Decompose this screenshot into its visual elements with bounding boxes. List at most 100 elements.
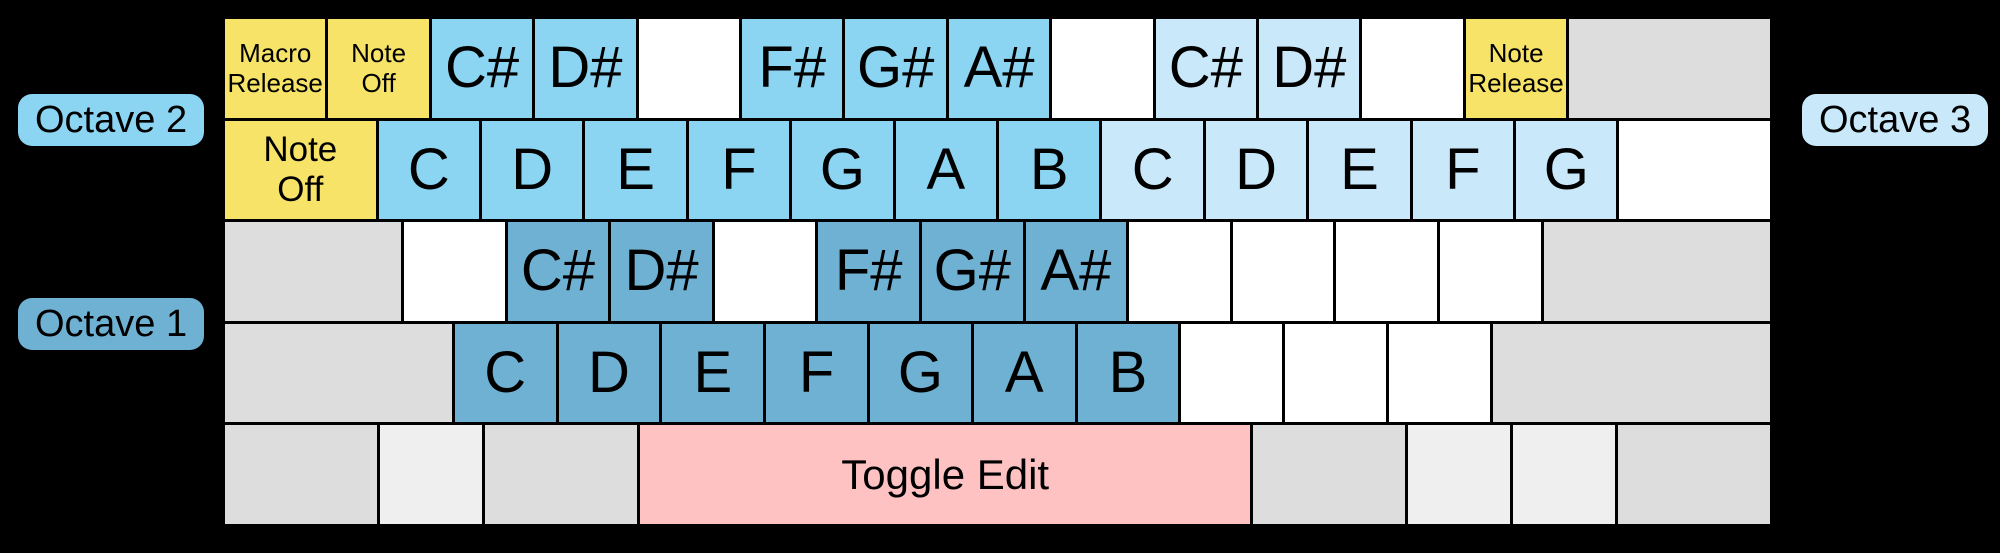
key-a-sharp-octave2: A# (948, 19, 1050, 118)
key-g-sharp-octave1: G# (922, 222, 1023, 321)
key-d-octave1: D (558, 323, 660, 423)
key-unassigned-gray (225, 222, 402, 321)
key-label: D# (1272, 35, 1347, 101)
key-label: F (1445, 136, 1481, 202)
key-blank (1336, 222, 1437, 321)
key-label: F (721, 136, 757, 202)
key-label: A (926, 136, 966, 202)
key-label: G (819, 136, 865, 202)
key-note-off-tab: Note Off (225, 120, 376, 220)
key-f-sharp-octave1: F# (818, 222, 920, 321)
key-c-octave3: C (1102, 120, 1203, 220)
key-unassigned-gray (225, 425, 378, 524)
key-label: E (616, 136, 655, 202)
key-macro-release: Macro Release (225, 19, 326, 118)
key-toggle-edit: Toggle Edit (640, 425, 1250, 524)
key-unassigned-gray (1543, 222, 1770, 321)
key-label: E (1340, 136, 1379, 202)
key-label: C (1131, 136, 1174, 202)
key-unassigned-lightgray (1408, 425, 1510, 524)
key-e-octave2: E (585, 120, 686, 220)
modifier-row: Toggle Edit (225, 425, 1770, 524)
key-blank (1052, 19, 1153, 118)
key-label: C# (444, 35, 520, 101)
key-blank (1129, 222, 1230, 321)
key-unassigned-gray (1253, 425, 1406, 524)
key-label: Toggle Edit (841, 450, 1050, 498)
key-unassigned-gray (1569, 19, 1771, 118)
key-f-octave2: F (688, 120, 790, 220)
key-blank (1181, 323, 1283, 423)
key-label: G (897, 340, 943, 406)
key-g-octave1: G (869, 323, 971, 423)
key-label: G (1543, 136, 1589, 202)
key-e-octave3: E (1309, 120, 1410, 220)
key-label: Note Off (351, 37, 407, 99)
key-label: G# (933, 238, 1011, 304)
key-f-octave3: F (1412, 120, 1514, 220)
key-label: C# (520, 238, 596, 304)
key-unassigned-lightgray (380, 425, 482, 524)
key-label: B (1029, 136, 1069, 202)
key-blank (1388, 323, 1490, 423)
key-g-octave3: G (1516, 120, 1617, 220)
key-c-octave2: C (378, 120, 479, 220)
number-row: Macro Release Note Off C# D# F# G# A# C# D# Note … (225, 19, 1771, 118)
key-label: D# (624, 238, 699, 304)
key-unassigned-gray (485, 425, 638, 524)
key-blank (1619, 120, 1771, 220)
key-d-sharp-octave1: D# (611, 222, 712, 321)
key-label: E (693, 340, 733, 406)
key-label: F# (758, 35, 827, 101)
key-label: C (407, 136, 450, 202)
key-g-sharp-octave2: G# (845, 19, 946, 118)
key-c-octave1: C (454, 323, 556, 423)
key-e-octave1: E (662, 323, 764, 423)
key-label: D (588, 340, 630, 406)
key-f-sharp-octave2: F# (742, 19, 843, 118)
key-label: B (1108, 340, 1148, 406)
octave-2-label: Octave 2 (18, 94, 205, 146)
key-label: A# (1040, 238, 1112, 304)
key-label: Note Off (263, 129, 338, 209)
key-note-release: Note Release (1465, 19, 1567, 118)
key-blank (404, 222, 505, 321)
key-label: F# (834, 238, 903, 304)
key-label: Macro Release (227, 37, 323, 99)
key-blank (1362, 19, 1463, 118)
key-label: A# (963, 35, 1035, 101)
key-blank (638, 19, 740, 118)
key-c-sharp-octave3: C# (1155, 19, 1257, 118)
key-b-octave2: B (999, 120, 1100, 220)
key-label: F (798, 340, 835, 406)
key-label: C# (1168, 35, 1243, 101)
key-label: C (484, 340, 527, 406)
key-label: Note Release (1468, 37, 1564, 99)
key-d-octave2: D (482, 120, 583, 220)
key-blank (1285, 323, 1386, 423)
key-blank (714, 222, 816, 321)
key-note-off: Note Off (328, 19, 429, 118)
key-label: A (1004, 340, 1044, 406)
key-unassigned-gray (1617, 425, 1770, 524)
key-c-sharp-octave2: C# (431, 19, 533, 118)
key-f-octave1: F (766, 323, 867, 423)
key-label: D (511, 136, 554, 202)
key-label: D# (548, 35, 623, 101)
key-unassigned-lightgray (1513, 425, 1615, 524)
key-c-sharp-octave1: C# (507, 222, 609, 321)
key-unassigned-gray (1492, 323, 1770, 423)
key-label: D (1235, 136, 1277, 202)
home-row: C# D# F# G# A# (225, 222, 1770, 321)
key-unassigned-gray (225, 323, 452, 423)
octave-1-label: Octave 1 (18, 298, 205, 350)
key-g-octave2: G (792, 120, 893, 220)
key-b-octave1: B (1077, 323, 1179, 423)
key-blank (1439, 222, 1541, 321)
octave-3-label: Octave 3 (1802, 94, 1989, 146)
key-d-sharp-octave2: D# (535, 19, 636, 118)
